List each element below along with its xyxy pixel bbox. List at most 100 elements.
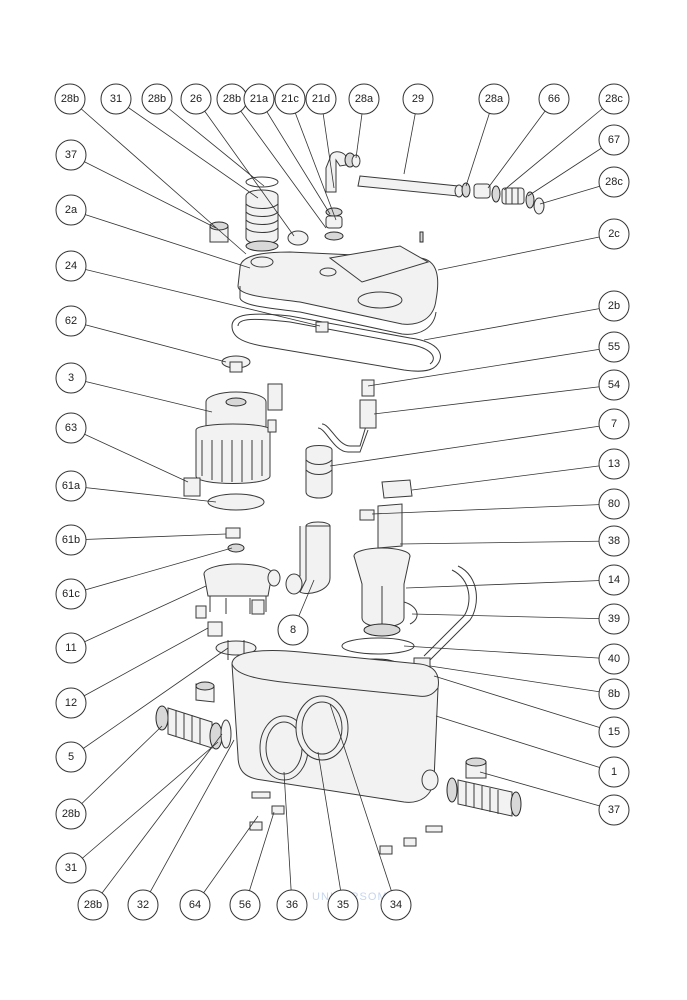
callout-28b: 28b [77,889,109,921]
callout-2c: 2c [598,218,630,250]
callout-11: 11 [55,632,87,664]
leader-line [142,739,235,906]
leader-line [429,665,615,695]
callout-circle [538,83,570,115]
leader-line [289,98,337,221]
leader-line [70,627,209,704]
part-62-base [229,361,243,373]
callout-circle [141,83,173,115]
part-61a [207,493,265,511]
callout-28c: 28c [598,166,630,198]
callout-circle [598,678,630,710]
callout-label: 28b [62,808,80,820]
callout-67: 67 [598,124,630,156]
callout-36: 36 [276,889,308,921]
part-38 [377,503,403,549]
callout-label: 67 [608,134,620,146]
callout-61c: 61c [55,578,87,610]
callout-circle [54,83,86,115]
callout-circle [100,83,132,115]
callout-3: 3 [55,362,87,394]
leader-line [156,98,265,187]
callout-31: 31 [55,852,87,884]
callout-label: 28b [148,93,166,105]
part-12b [195,605,207,619]
callout-label: 7 [611,418,617,430]
leader-line [70,647,229,758]
callout-label: 26 [190,93,202,105]
callout-circle [55,250,87,282]
callout-63: 63 [55,412,87,444]
callout-label: 1 [611,766,617,778]
callout-label: 62 [65,315,77,327]
callout-28b: 28b [55,798,87,830]
callout-2a: 2a [55,194,87,226]
callout-26: 26 [180,83,212,115]
part-fittings-right [461,182,545,215]
leader-line [70,320,227,363]
callout-label: 28b [84,899,102,911]
callout-circle [598,794,630,826]
callout-circle [598,124,630,156]
leader-line [503,98,615,191]
callout-label: 11 [65,642,76,654]
part-board-13 [381,479,413,499]
part-plate-5 [215,640,257,662]
callout-54: 54 [598,369,630,401]
leader-line [283,771,293,906]
callout-label: 64 [189,899,201,911]
callout-label: 80 [608,498,620,510]
leader-line [70,547,233,595]
callout-32: 32 [127,889,159,921]
callout-5: 5 [55,741,87,773]
callout-circle [55,798,87,830]
leader-line [399,540,615,545]
callout-61b: 61b [55,524,87,556]
leader-line [70,585,207,649]
callout-35: 35 [327,889,359,921]
callout-80: 80 [598,488,630,520]
callout-circle [598,756,630,788]
callout-label: 2b [608,300,620,312]
part-motor-3 [195,383,283,484]
callout-label: 5 [68,751,74,763]
callout-label: 35 [337,899,349,911]
part-small-21 [324,207,344,241]
callout-label: 28b [61,93,79,105]
callout-label: 21d [312,93,330,105]
callout-28a: 28a [348,83,380,115]
callout-circle [55,305,87,337]
callout-circle [598,488,630,520]
callout-circle [55,362,87,394]
callout-label: 15 [608,726,620,738]
part-ring-40 [341,637,415,655]
callout-label: 31 [110,93,122,105]
callout-28a: 28a [478,83,510,115]
leader-line [367,346,615,387]
callout-label: 28a [485,93,504,105]
callout-leaders [69,98,615,906]
callout-62: 62 [55,305,87,337]
leader-line [70,485,217,503]
callout-label: 54 [608,379,620,391]
callout-21a: 21a [243,83,275,115]
callout-circle [277,614,309,646]
callout-31: 31 [100,83,132,115]
callout-61a: 61a [55,470,87,502]
callout-circle [478,83,510,115]
part-coupling-top [209,176,309,252]
callout-28b: 28b [54,83,86,115]
callout-12: 12 [55,687,87,719]
callout-circle [127,889,159,921]
callout-label: 37 [65,149,77,161]
leader-line [92,733,223,906]
leader-line [70,377,213,413]
callout-circle [598,525,630,557]
callout-label: 28c [605,93,623,105]
callout-8b: 8b [598,678,630,710]
callout-55: 55 [598,331,630,363]
callout-label: 36 [286,899,298,911]
part-coupling-left [155,681,232,750]
part-tank-14 [353,547,477,661]
callout-28c: 28c [598,83,630,115]
